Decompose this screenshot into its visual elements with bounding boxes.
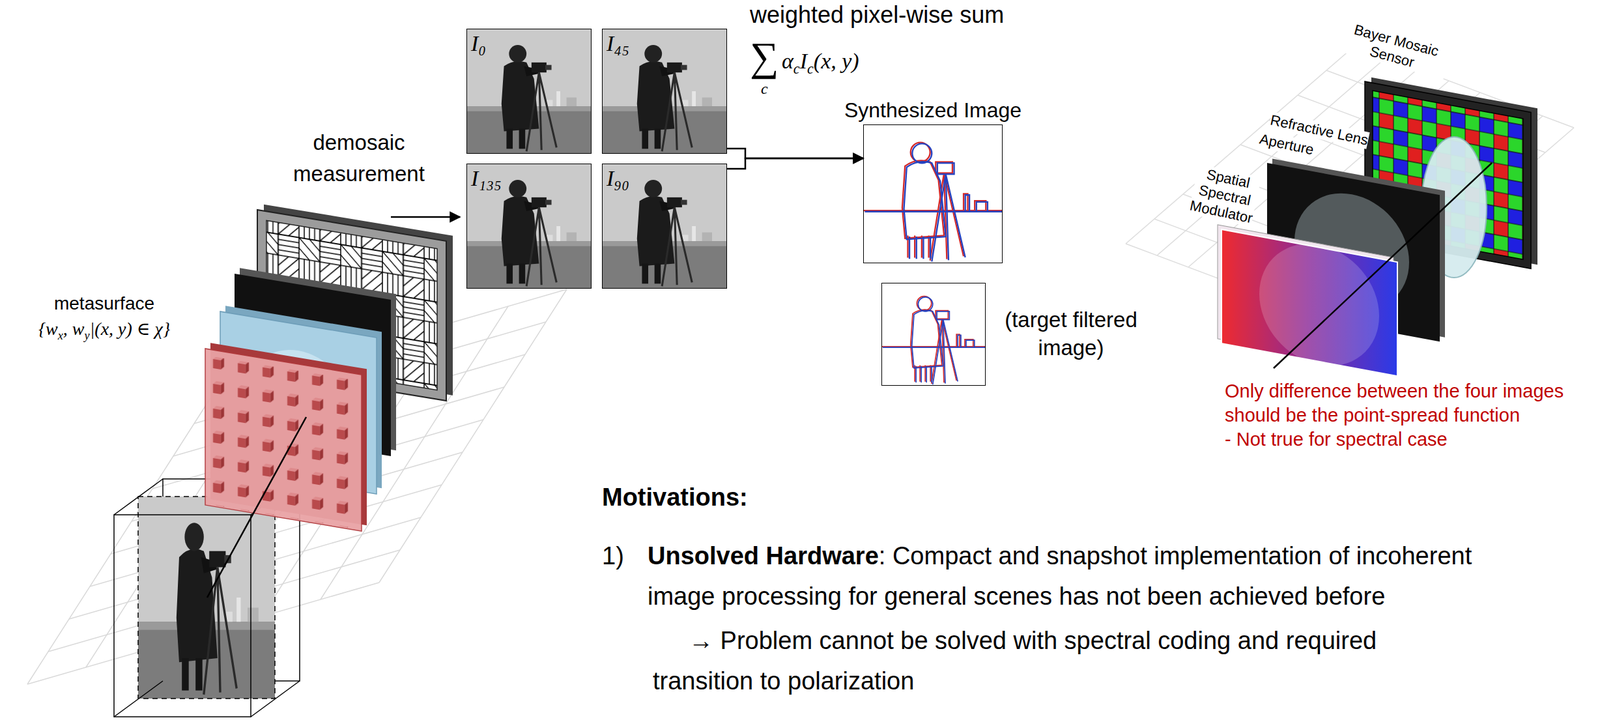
math-expression: {wx, wy|(x, y) ∈ χ} [38, 317, 171, 348]
demosaic-arrow [390, 216, 460, 219]
channel-label: I₀ [471, 30, 486, 57]
part-label: metasurface [54, 293, 155, 315]
note-text: - Not true for spectral case [1224, 427, 1448, 452]
part-label: Spatial Spectral Modulator [1188, 164, 1262, 228]
optical-axis [207, 416, 307, 598]
image-content [466, 28, 592, 154]
filtered-image-content [881, 282, 987, 386]
math-term: I [800, 48, 808, 73]
target-panel: (target filtered image) [881, 282, 986, 386]
flow-arrow [727, 158, 864, 169]
image-content [601, 28, 728, 154]
part-label: Bayer Mosaic Sensor [1336, 18, 1453, 80]
optical-axis [1273, 162, 1492, 369]
math-index: c [760, 79, 769, 98]
image-content [601, 163, 728, 289]
step-label: demosaic measurement [280, 127, 438, 190]
math-term: {w [38, 318, 58, 339]
section-heading: Motivations: [601, 483, 748, 512]
math-expression: αcIc(x, y) [781, 48, 860, 83]
math-term: , w [63, 318, 85, 339]
list-text: Unsolved Hardware: Compact and snapshot … [647, 535, 1508, 617]
panel-caption: Synthesized Image [844, 97, 1022, 123]
flow-arrow [727, 148, 864, 159]
list-number: 1) [601, 535, 625, 576]
metasurface-plate [205, 342, 367, 532]
channel-label: I₉₀ [606, 165, 630, 191]
channel-label: I₁₃₅ [471, 165, 502, 191]
math-subscript: x [57, 328, 64, 343]
math-term: |(x, y) ∈ χ} [89, 318, 171, 339]
channel-label: I₄₅ [606, 30, 630, 57]
math-subscript: c [807, 60, 814, 77]
panel-caption: (target filtered image) [992, 306, 1150, 363]
floor-grid [27, 289, 567, 685]
image-panel: I₄₅ [601, 28, 728, 154]
math-subscript: c [793, 60, 800, 77]
synthesized-panel: Synthesized Image [863, 124, 1003, 264]
step-label: weighted pixel-wise sum [749, 1, 1004, 29]
image-panel: I₀ [466, 28, 592, 154]
filtered-image-content [863, 124, 1005, 264]
note-text: Only difference between the four images … [1224, 379, 1577, 428]
math-term: α [781, 48, 794, 73]
math-symbol: ∑ [749, 36, 779, 77]
math-term: (x, y) [813, 48, 860, 73]
image-panel: I₁₃₅ [466, 163, 592, 289]
image-panel: I₉₀ [601, 163, 728, 289]
image-content [466, 163, 592, 289]
spectral-modulator [1217, 224, 1398, 380]
list-text: → Problem cannot be solved with spectral… [652, 620, 1422, 701]
scene-image [138, 496, 275, 699]
list-keyword: Unsolved Hardware [647, 542, 879, 570]
math-subscript: y [84, 328, 90, 343]
